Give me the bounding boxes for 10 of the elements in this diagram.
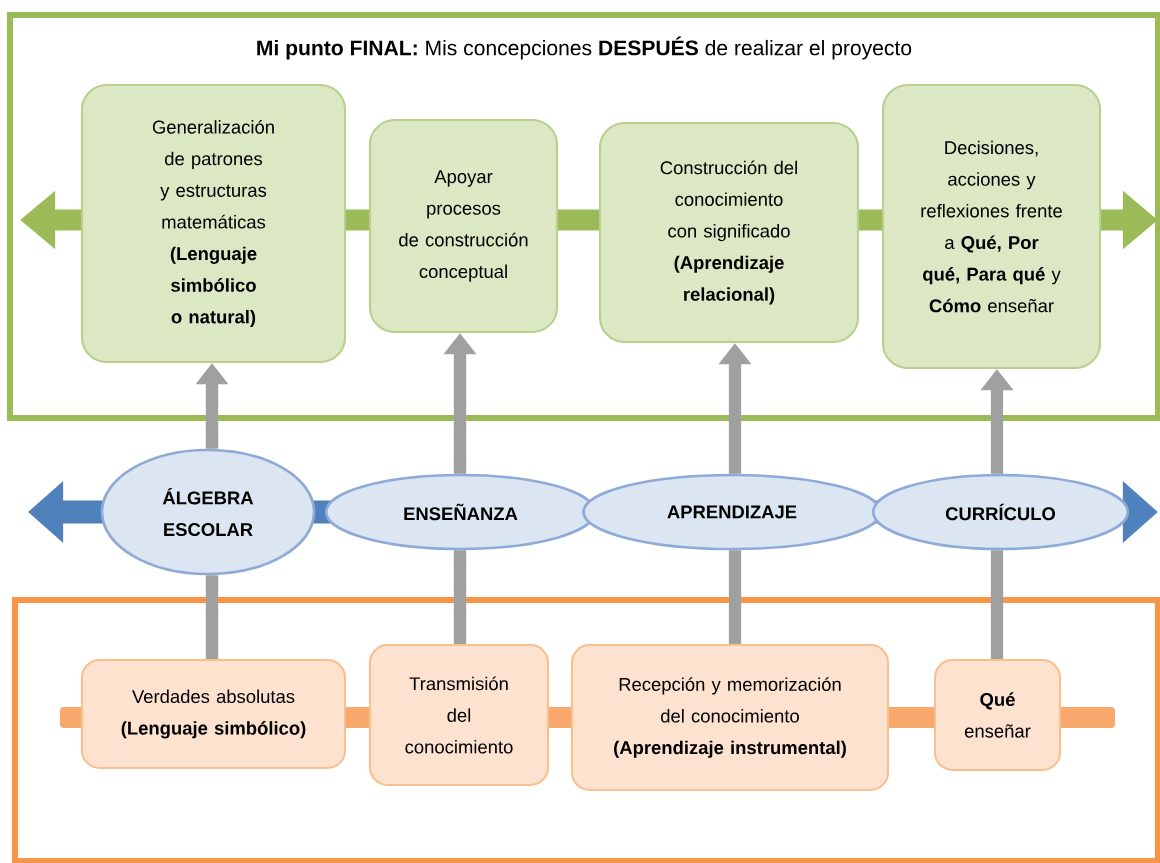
- concept-box: Qué enseñar: [933, 658, 1062, 772]
- concept-box: Generalización de patrones y estructuras matemáticas (Lenguaje simbólico o natural): [80, 83, 347, 364]
- concept-box: Decisiones, acciones y reflexiones frente a Qué, Por qué, Para qué y Cómo enseñar: [881, 83, 1102, 370]
- concept-box: Transmisión del conocimiento: [368, 643, 550, 787]
- concept-box: Apoyar procesos de construcción conceptual: [368, 118, 559, 334]
- concept-box: Recepción y memorización del conocimiento (Aprendizaje instrumental): [570, 643, 890, 792]
- panel-title: Mi punto FINAL: Mis concepciones DESPUÉS de realizar el proyecto: [257, 36, 912, 60]
- panel-frame: [11, 596, 1160, 863]
- concept-box: Construcción del conocimiento con significado (Aprendizaje relacional): [598, 121, 860, 344]
- concept-box: Verdades absolutas (Lenguaje simbólico): [80, 658, 347, 770]
